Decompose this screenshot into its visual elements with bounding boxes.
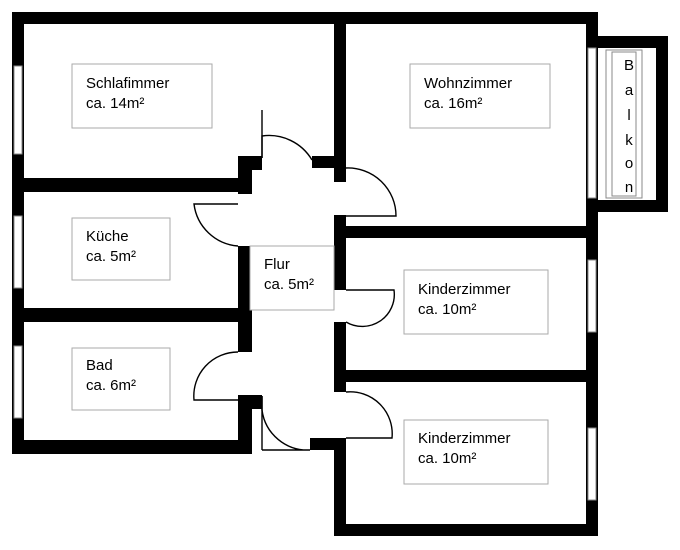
room-area-kueche: ca. 5m² [86, 248, 136, 265]
balkon-letter-k: k [625, 132, 633, 149]
balkon-letter-n: n [625, 179, 633, 196]
room-name-wohnzimmer: Wohnzimmer [424, 75, 512, 92]
balkon-letter-b: B [624, 57, 634, 74]
room-kueche: Küche ca. 5m² [71, 217, 171, 281]
door-wohnzimmer [345, 167, 397, 217]
room-name-flur: Flur [264, 256, 290, 273]
balkon: B a l k o n [598, 48, 656, 200]
room-name-kueche: Küche [86, 228, 129, 245]
room-bad: Bad ca. 6m² [71, 347, 171, 411]
window-kinderzimmer1 [587, 259, 597, 333]
balkon-letter-o: o [625, 155, 633, 172]
doors [193, 110, 397, 451]
room-name-bad: Bad [86, 357, 113, 374]
door-kinderzimmer1 [345, 289, 396, 328]
room-wohnzimmer: Wohnzimmer ca. 16m² [409, 63, 551, 129]
balkon-letter-a: a [625, 82, 634, 99]
door-bad [193, 351, 239, 401]
window-kueche [13, 215, 23, 289]
window-wohnzimmer [587, 47, 597, 199]
room-kinderzimmer-2: Kinderzimmer ca. 10m² [403, 419, 549, 485]
room-name-schlafzimmer: Schlafimmer [86, 75, 169, 92]
balkon-letter-l: l [627, 107, 630, 124]
window-bad [13, 345, 23, 419]
room-area-wohnzimmer: ca. 16m² [424, 95, 482, 112]
windows [13, 47, 597, 501]
room-schlafzimmer: Schlafimmer ca. 14m² [71, 63, 213, 129]
room-kinderzimmer-1: Kinderzimmer ca. 10m² [403, 269, 549, 335]
door-flur-bottom [261, 396, 311, 451]
room-area-flur: ca. 5m² [264, 276, 314, 293]
window-schlafzimmer [13, 65, 23, 155]
room-area-bad: ca. 6m² [86, 377, 136, 394]
room-area-kinderzimmer-1: ca. 10m² [418, 301, 476, 318]
room-name-kinderzimmer-2: Kinderzimmer [418, 430, 511, 447]
door-kueche [193, 203, 239, 247]
room-area-schlafzimmer: ca. 14m² [86, 95, 144, 112]
walls [12, 12, 668, 536]
door-kinderzimmer2 [345, 391, 393, 439]
room-area-kinderzimmer-2: ca. 10m² [418, 450, 476, 467]
room-flur: Flur ca. 5m² [249, 245, 335, 311]
window-kinderzimmer2 [587, 427, 597, 501]
door-schlafzimmer [261, 134, 313, 161]
room-name-kinderzimmer-1: Kinderzimmer [418, 281, 511, 298]
